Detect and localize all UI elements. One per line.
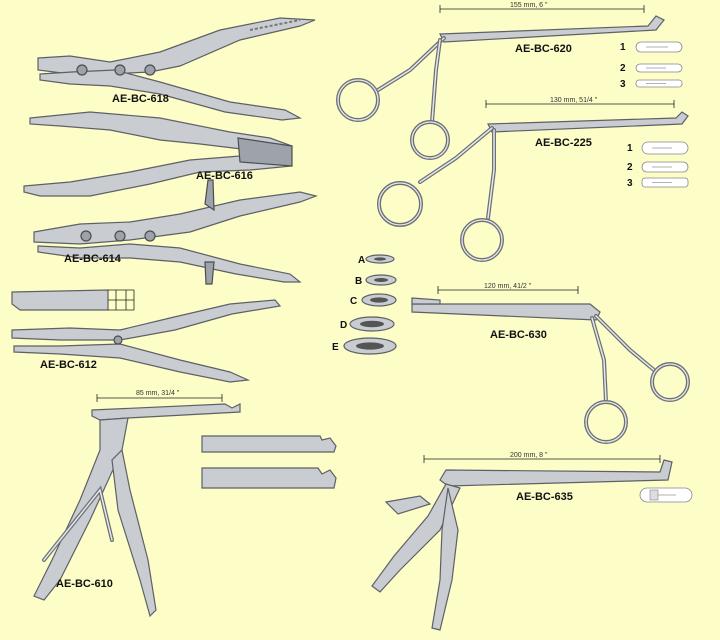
label-ae-bc-610: AE-BC-610 bbox=[56, 578, 113, 590]
svg-text:2: 2 bbox=[620, 63, 626, 74]
jaw-size-b: B bbox=[355, 274, 397, 287]
label-ae-bc-630: AE-BC-630 bbox=[490, 329, 547, 341]
tip-225-1: 1 bbox=[627, 141, 689, 155]
tip-225-2: 2 bbox=[627, 161, 689, 173]
tip-options-620: 1 2 3 bbox=[620, 41, 683, 90]
jaw-detail-612 bbox=[11, 289, 135, 311]
svg-text:E: E bbox=[332, 342, 339, 353]
label-ae-bc-618: AE-BC-618 bbox=[112, 93, 169, 105]
length-ae-bc-635: 200 mm, 8 " bbox=[510, 452, 548, 459]
jaw-size-e: E bbox=[332, 337, 397, 355]
svg-text:C: C bbox=[350, 296, 357, 307]
instrument-ae-bc-616[interactable]: AE-BC-616 bbox=[23, 111, 293, 197]
tip-620-3: 3 bbox=[620, 79, 683, 90]
label-ae-bc-614: AE-BC-614 bbox=[64, 253, 122, 265]
tip-options-225: 1 2 3 bbox=[627, 141, 689, 189]
svg-text:1: 1 bbox=[627, 143, 633, 154]
tip-620-1: 1 bbox=[620, 41, 683, 53]
svg-text:D: D bbox=[340, 320, 347, 331]
svg-text:2: 2 bbox=[627, 162, 633, 173]
label-ae-bc-635: AE-BC-635 bbox=[516, 491, 573, 503]
instrument-ae-bc-620[interactable]: 155 mm, 6 " AE-BC-620 bbox=[336, 2, 665, 160]
instrument-ae-bc-635[interactable]: 200 mm, 8 " AE-BC-635 bbox=[371, 452, 693, 631]
label-ae-bc-620: AE-BC-620 bbox=[515, 43, 572, 55]
svg-text:1: 1 bbox=[620, 42, 626, 53]
length-ae-bc-225: 130 mm, 51/4 " bbox=[550, 97, 598, 104]
jaw-size-d: D bbox=[340, 316, 395, 332]
instrument-ae-bc-612[interactable]: AE-BC-612 bbox=[11, 299, 282, 383]
svg-text:B: B bbox=[355, 276, 362, 287]
label-ae-bc-225: AE-BC-225 bbox=[535, 137, 592, 149]
tip-620-2: 2 bbox=[620, 63, 683, 74]
label-ae-bc-616: AE-BC-616 bbox=[196, 170, 253, 182]
tip-detail-610 bbox=[201, 435, 337, 489]
label-ae-bc-612: AE-BC-612 bbox=[40, 359, 97, 371]
jaw-size-c: C bbox=[350, 293, 397, 307]
svg-text:A: A bbox=[358, 255, 365, 266]
jaw-size-a: A bbox=[358, 254, 395, 266]
length-ae-bc-620: 155 mm, 6 " bbox=[510, 2, 548, 9]
instrument-ae-bc-630[interactable]: 120 mm, 41/2 " AE-BC-630 bbox=[411, 283, 690, 444]
length-ae-bc-610: 85 mm, 31/4 " bbox=[136, 390, 180, 397]
instrument-ae-bc-618[interactable]: AE-BC-618 bbox=[37, 17, 316, 121]
length-ae-bc-630: 120 mm, 41/2 " bbox=[484, 283, 532, 290]
tip-225-3: 3 bbox=[627, 177, 689, 189]
svg-text:3: 3 bbox=[620, 79, 626, 90]
jaw-size-list: A B C D E bbox=[332, 254, 397, 355]
instrument-ae-bc-614[interactable]: AE-BC-614 bbox=[33, 179, 319, 285]
instrument-ae-bc-610[interactable]: 85 mm, 31/4 " AE-BC-610 bbox=[33, 390, 241, 618]
tip-detail-635 bbox=[639, 487, 693, 503]
instrument-ae-bc-225[interactable]: 130 mm, 51/4 " AE-BC-225 bbox=[377, 97, 689, 262]
svg-text:3: 3 bbox=[627, 178, 633, 189]
